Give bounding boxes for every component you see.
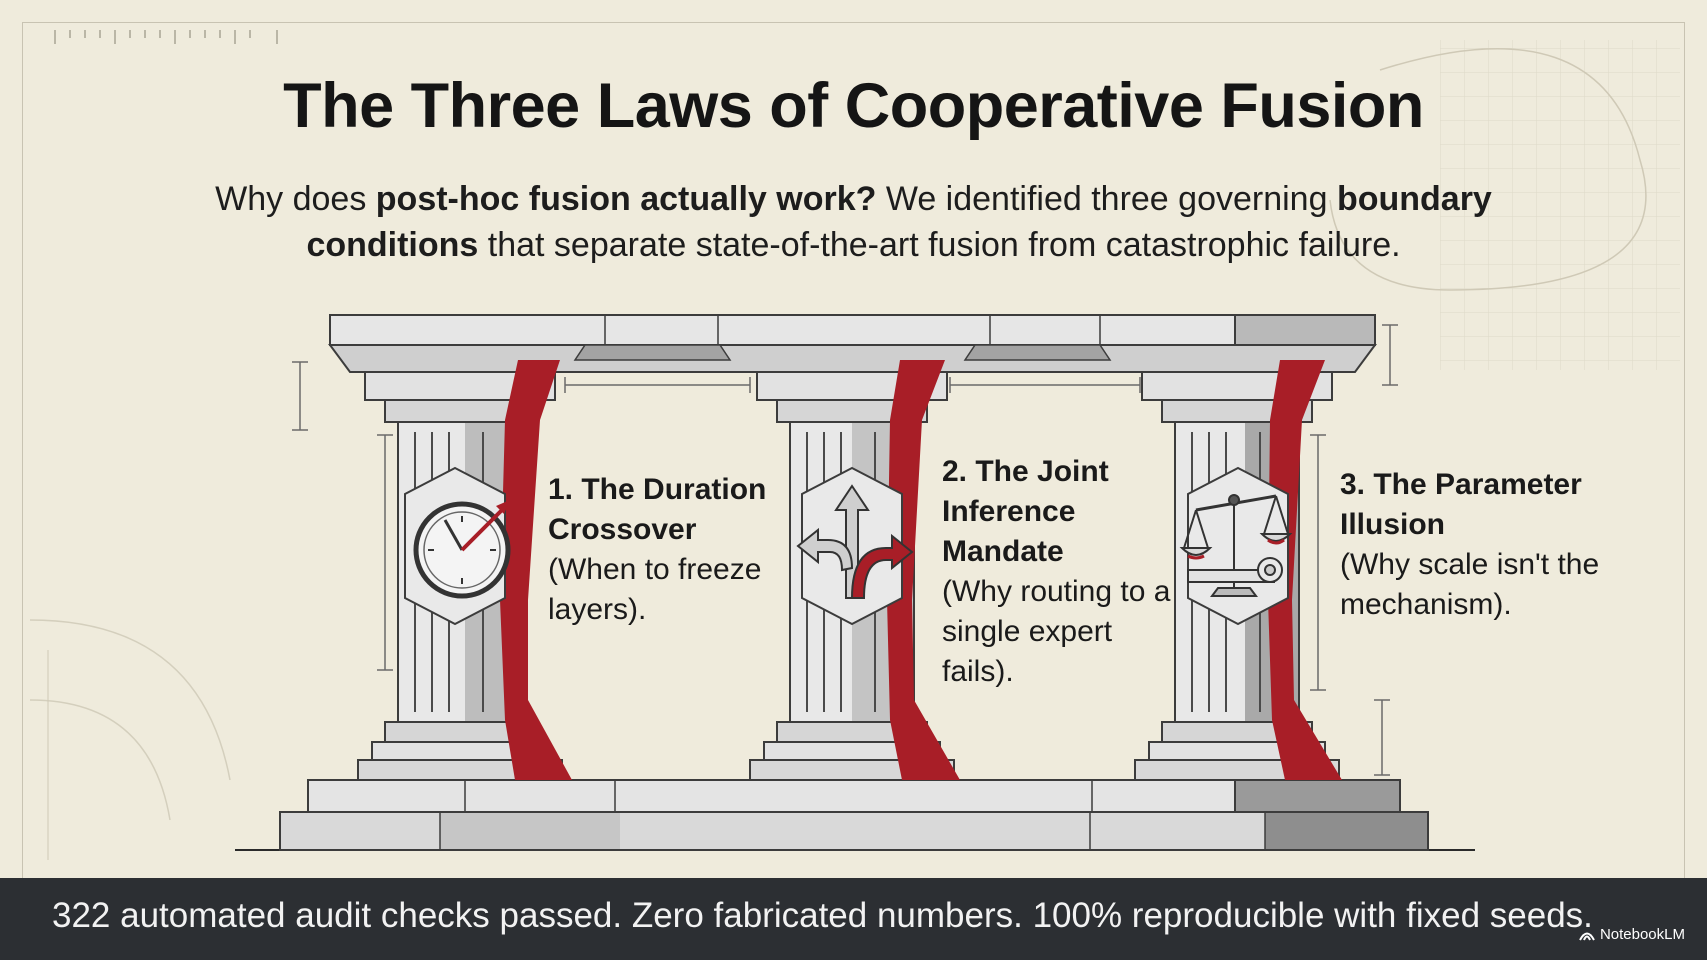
temple-steps	[279, 779, 1429, 851]
law-3-subtitle: (Why scale isn't the mechanism).	[1340, 548, 1600, 621]
subtitle-text: that separate state-of-the-art fusion fr…	[478, 226, 1401, 264]
temple-entablature	[328, 314, 1377, 373]
slide-title: The Three Laws of Cooperative Fusion	[283, 71, 1424, 141]
slide: The Three Laws of Cooperative Fusion Why…	[22, 22, 1685, 878]
law-3: 3. The Parameter Illusion (Why scale isn…	[1340, 465, 1610, 625]
caption-text: 322 automated audit checks passed. Zero …	[52, 896, 1593, 935]
law-2-subtitle: (Why routing to a single expert fails).	[942, 575, 1171, 688]
brand-name: NotebookLM	[1599, 926, 1685, 943]
brand-watermark: NotebookLM	[1579, 926, 1685, 943]
law-1: 1. The Duration Crossover (When to freez…	[548, 470, 798, 630]
subtitle-emphasis: post-hoc fusion actually work?	[375, 180, 877, 218]
fork-arrows-icon	[796, 484, 914, 599]
temple-illustration	[29, 30, 1680, 860]
slide-subtitle: Why does post-hoc fusion actually work? …	[150, 176, 1557, 268]
ruler-ticks	[54, 30, 278, 44]
caption-bar	[0, 878, 1707, 960]
notebooklm-logo-icon	[1579, 932, 1595, 940]
pillar-1	[357, 360, 572, 781]
clock-icon	[413, 500, 511, 599]
blueprint-frame	[22, 22, 1685, 878]
law-2: 2. The Joint Inference Mandate (Why rout…	[942, 452, 1192, 692]
law-1-title: 1. The Duration Crossover	[548, 473, 767, 546]
law-3-title: 3. The Parameter Illusion	[1340, 468, 1582, 541]
pillar-3	[1134, 360, 1342, 781]
balance-scale-icon	[1179, 494, 1293, 597]
subtitle-emphasis: boundary conditions	[306, 180, 1492, 264]
law-1-subtitle: (When to freeze layers).	[548, 553, 762, 626]
law-2-title: 2. The Joint Inference Mandate	[942, 455, 1109, 568]
pillar-2	[749, 360, 960, 781]
subtitle-text: Why does	[215, 180, 376, 218]
subtitle-text: We identified three governing	[876, 180, 1337, 218]
dimension-marks	[292, 324, 1398, 776]
